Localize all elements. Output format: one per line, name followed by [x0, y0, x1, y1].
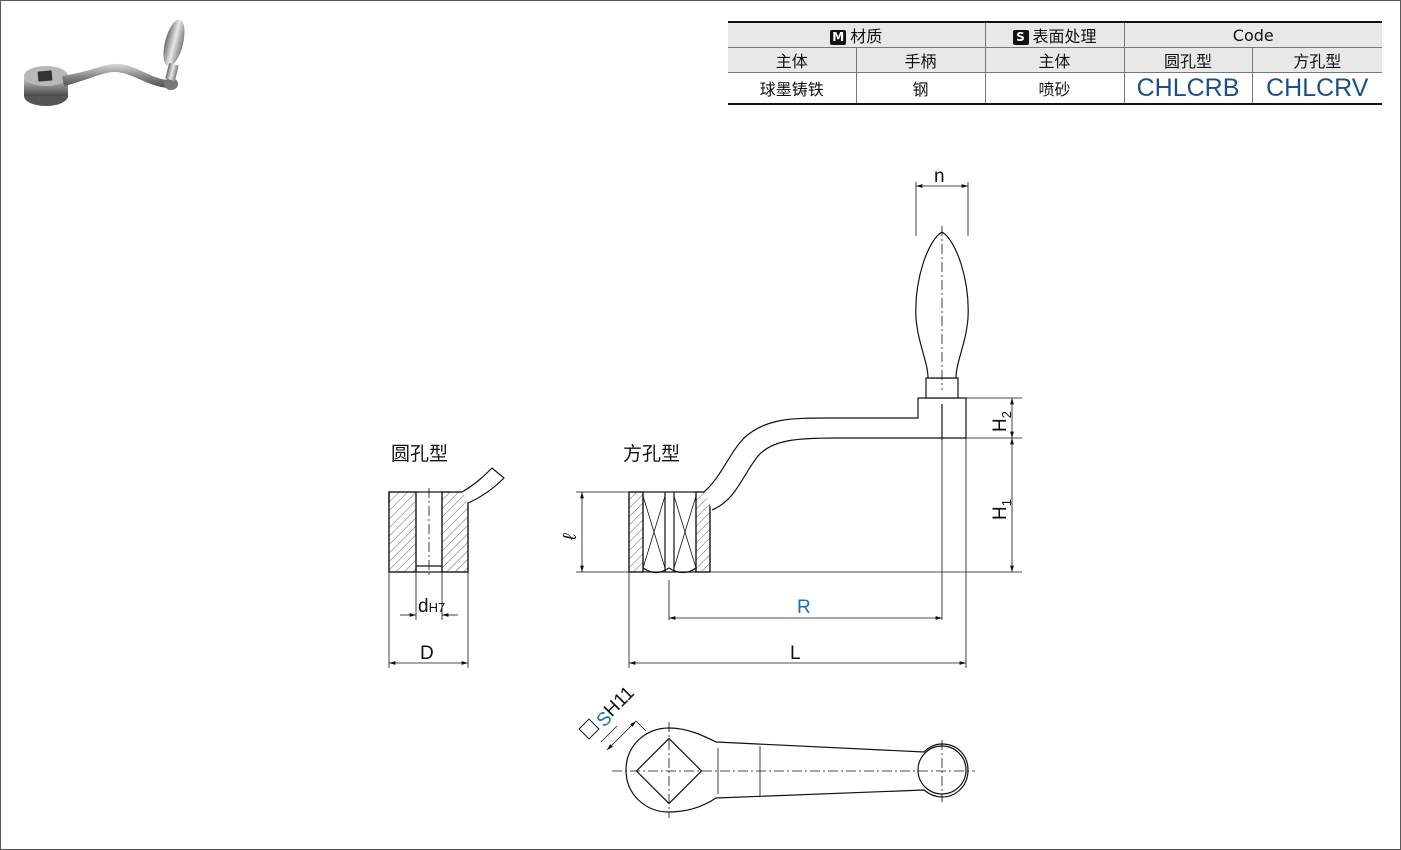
dim-l-label: ℓ	[560, 533, 581, 541]
square-hole-subheader: 方孔型	[1251, 47, 1383, 73]
square-hole-label: 方孔型	[623, 443, 680, 465]
surface-label: 表面处理	[1032, 27, 1097, 46]
material-label: 材质	[850, 27, 883, 46]
dim-h2-label: H2	[990, 411, 1014, 432]
surface-treatment-cell: 喷砂	[984, 72, 1125, 105]
table-row: 球墨铸铁 钢 喷砂 CHLCRB CHLCRV	[728, 72, 1383, 105]
handle-subheader: 手柄	[855, 47, 986, 73]
surface-tag-icon: S	[1012, 30, 1029, 45]
surface-body-subheader: 主体	[984, 47, 1125, 73]
code-round-link[interactable]: CHLCRB	[1123, 72, 1253, 105]
svg-text:H1: H1	[990, 499, 1014, 520]
code-header: Code	[1123, 21, 1383, 48]
round-hole-subheader: 圆孔型	[1123, 47, 1253, 73]
body-material-cell: 球墨铸铁	[728, 72, 857, 105]
top-view	[578, 718, 975, 818]
dim-L-label: L	[790, 643, 801, 664]
dimension-lines	[388, 182, 1022, 668]
material-tag-icon: M	[830, 30, 847, 45]
body-subheader: 主体	[728, 47, 857, 73]
dim-R-label: R	[797, 597, 811, 618]
dim-D-label: D	[420, 643, 434, 664]
round-hole-section	[388, 467, 505, 578]
dim-n-label: n	[934, 166, 945, 187]
dim-h1-label: H1	[990, 499, 1014, 520]
svg-text:H2: H2	[990, 411, 1014, 432]
product-photo	[24, 19, 185, 106]
code-square-link[interactable]: CHLCRV	[1251, 72, 1383, 105]
square-hole-side-view	[628, 226, 969, 620]
handle-material-cell: 钢	[855, 72, 986, 105]
round-hole-label: 圆孔型	[391, 443, 448, 465]
svg-text:ℓ: ℓ	[560, 533, 581, 541]
dim-d-label: dH7	[418, 596, 445, 617]
table-subheader-row: 主体 手柄 主体 圆孔型 方孔型	[728, 47, 1383, 73]
